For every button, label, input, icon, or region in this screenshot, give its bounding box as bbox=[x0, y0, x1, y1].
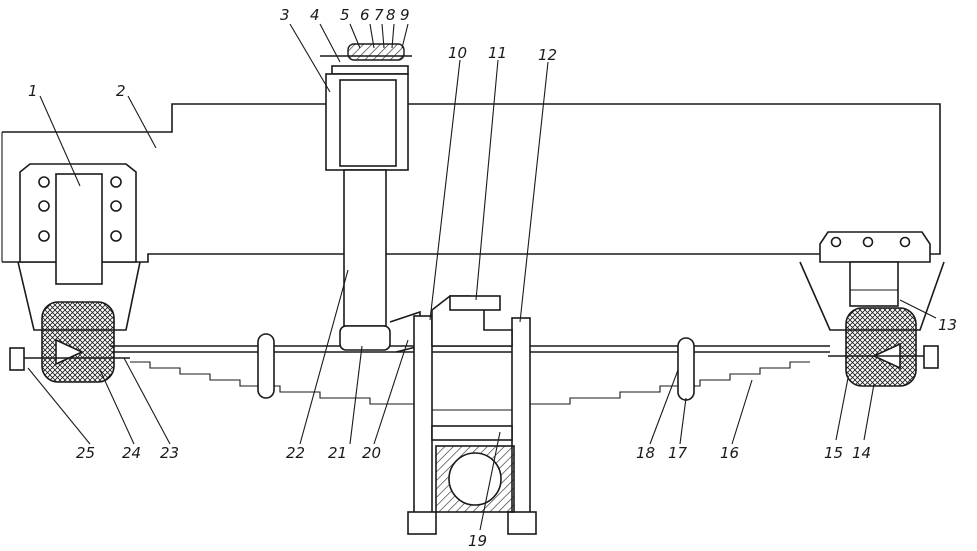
callout-17: 17 bbox=[668, 444, 688, 462]
callout-23: 23 bbox=[160, 444, 179, 462]
callout-13: 13 bbox=[938, 316, 957, 334]
callout-15: 15 bbox=[824, 444, 843, 462]
callout-4: 4 bbox=[310, 6, 320, 24]
callout-10: 10 bbox=[448, 44, 467, 62]
callout-24: 24 bbox=[122, 444, 141, 462]
shock-absorber bbox=[320, 43, 421, 353]
u-bolts bbox=[407, 295, 537, 535]
callout-18: 18 bbox=[636, 444, 655, 462]
callout-19: 19 bbox=[468, 532, 487, 550]
callout-14: 14 bbox=[852, 444, 871, 462]
callout-labels: 1 2 3 4 5 6 7 8 9 10 11 12 13 14 15 16 1… bbox=[28, 6, 957, 550]
callout-3: 3 bbox=[280, 6, 290, 24]
callout-2: 2 bbox=[116, 82, 126, 100]
callout-22: 22 bbox=[286, 444, 305, 462]
front-bracket bbox=[17, 163, 141, 331]
callout-11: 11 bbox=[488, 44, 507, 62]
callout-20: 20 bbox=[362, 444, 381, 462]
callout-16: 16 bbox=[720, 444, 739, 462]
callout-7: 7 bbox=[374, 6, 384, 24]
front-spring-eye bbox=[9, 301, 130, 383]
callout-25: 25 bbox=[76, 444, 95, 462]
callout-21: 21 bbox=[328, 444, 347, 462]
leaf-spring bbox=[110, 345, 830, 411]
callout-5: 5 bbox=[340, 6, 350, 24]
callout-6: 6 bbox=[360, 6, 370, 24]
frame bbox=[1, 103, 941, 263]
axle bbox=[435, 445, 515, 513]
callout-8: 8 bbox=[386, 6, 396, 24]
callout-1: 1 bbox=[28, 82, 38, 100]
leader-lines bbox=[27, 23, 937, 531]
rear-spring-eye bbox=[828, 307, 939, 387]
callout-9: 9 bbox=[400, 6, 410, 24]
callout-12: 12 bbox=[538, 46, 557, 64]
